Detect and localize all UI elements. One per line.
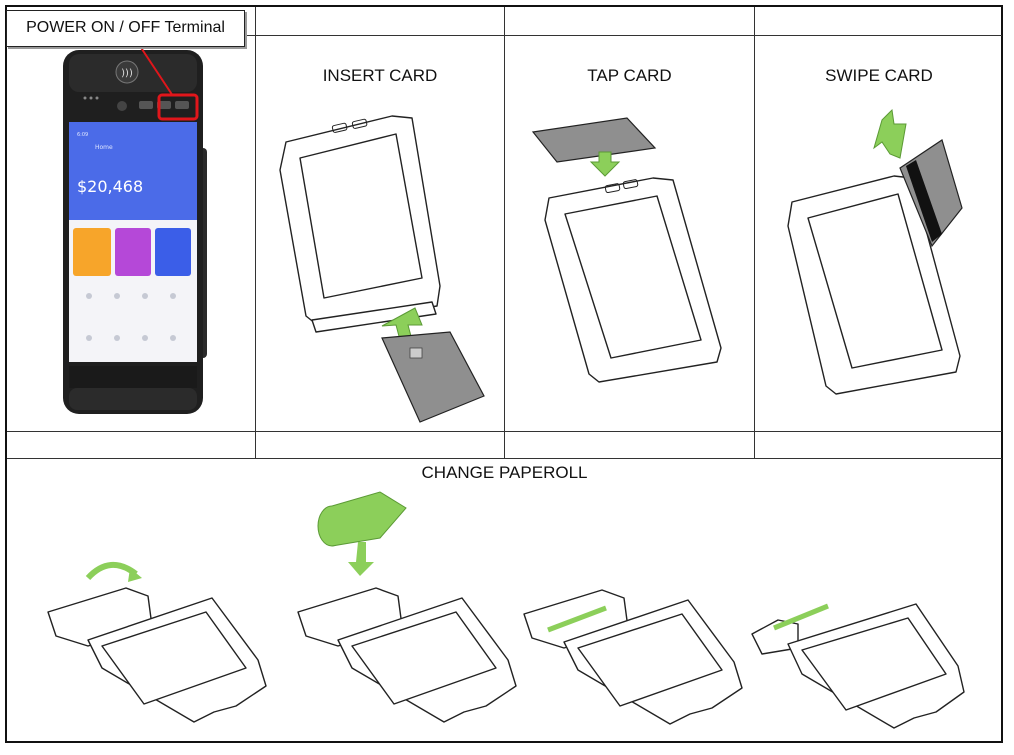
grid-line [504,7,505,458]
svg-text:$20,468: $20,468 [77,177,143,196]
change-paperroll-label: CHANGE PAPEROLL [421,463,588,482]
svg-text:Home: Home [95,144,113,151]
swipe-card-illustration [787,108,963,395]
swipe-card-label: SWIPE CARD [825,66,933,85]
grid-line [7,458,1002,459]
paperroll-step-3 [523,589,743,725]
tap-card-illustration [531,117,722,383]
grid-line [754,7,755,458]
paperroll-step-1 [47,562,267,723]
grid-line [255,7,256,458]
power-callout: POWER ON / OFF Terminal [6,10,245,47]
svg-text:6:09: 6:09 [77,132,88,138]
paperroll-step-4 [751,603,965,729]
paperroll-step-2 [297,491,517,723]
insert-card-illustration [279,115,485,423]
insert-card-label: INSERT CARD [322,66,438,85]
svg-text:))): ))) [121,68,133,79]
terminal-photo: ))) 6:09 Home $20,468 [63,23,207,414]
tap-card-label: TAP CARD [587,66,672,85]
